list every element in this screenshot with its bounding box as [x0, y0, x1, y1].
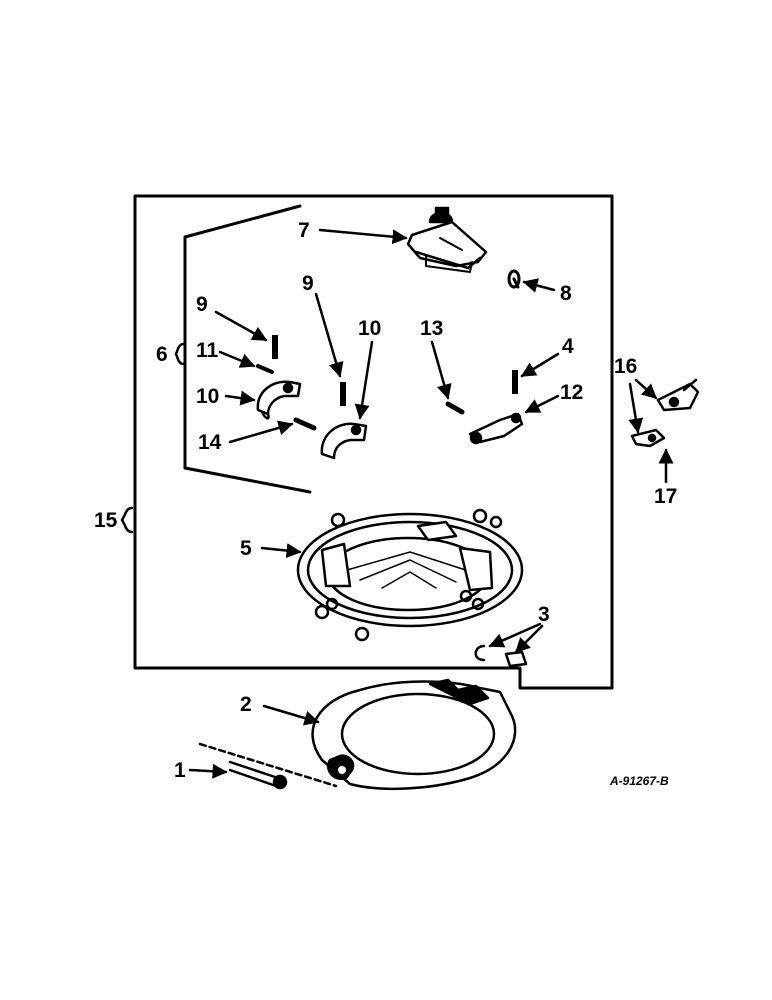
part-17-clip — [630, 428, 666, 448]
callout-10-left: 10 — [196, 385, 220, 408]
brace-15 — [120, 506, 134, 534]
callout-4: 4 — [562, 335, 574, 358]
part-4-pin — [512, 370, 518, 394]
callout-10-center: 10 — [358, 317, 382, 340]
callout-12: 12 — [560, 381, 584, 404]
leader-9-center — [314, 292, 344, 378]
callout-14: 14 — [198, 431, 222, 454]
callout-11: 11 — [196, 339, 219, 362]
callout-3: 3 — [538, 603, 550, 626]
leader-13 — [430, 340, 452, 400]
part-5-base-plate — [296, 508, 524, 642]
part-1-bolt — [198, 742, 338, 790]
leader-10-center — [354, 340, 374, 420]
part-2-base-ring — [311, 678, 517, 791]
assembly-outline — [133, 194, 614, 690]
part-13-pin — [445, 401, 465, 415]
callout-2: 2 — [240, 693, 252, 716]
group-bracket-6 — [183, 204, 312, 494]
callout-17: 17 — [654, 485, 678, 508]
leader-9-left — [214, 310, 268, 342]
leader-16b — [628, 382, 644, 434]
leader-4 — [520, 352, 560, 378]
callout-1: 1 — [174, 759, 186, 782]
callout-5: 5 — [240, 537, 252, 560]
callout-8: 8 — [560, 282, 572, 305]
part-8-pin — [507, 269, 521, 289]
leader-8 — [522, 278, 556, 293]
leader-11 — [218, 350, 256, 368]
reference-code: A-91267-B — [610, 774, 669, 788]
callout-9-left: 9 — [196, 293, 208, 316]
part-9-pin-center — [340, 382, 346, 406]
leader-3b — [514, 624, 544, 654]
leader-1 — [188, 763, 228, 779]
leader-3a — [488, 622, 542, 648]
leader-16a — [634, 378, 658, 400]
leader-5 — [260, 543, 302, 559]
brace-6 — [174, 342, 186, 366]
part-10-weight-left — [256, 380, 302, 420]
callout-15: 15 — [94, 509, 118, 532]
leader-14 — [228, 420, 294, 444]
leader-10-left — [224, 390, 256, 406]
callout-9-center: 9 — [302, 272, 314, 295]
callout-16: 16 — [614, 355, 638, 378]
part-7-bracket-housing — [406, 206, 488, 273]
callout-7: 7 — [298, 219, 310, 242]
leader-12 — [524, 394, 560, 414]
part-16-clip — [656, 378, 700, 412]
part-10-weight-center — [320, 422, 368, 460]
part-11-pin — [256, 364, 274, 374]
part-12-lever — [468, 412, 524, 445]
leader-7 — [318, 228, 408, 245]
callout-6: 6 — [156, 343, 168, 366]
part-14-pin — [293, 417, 317, 431]
callout-13: 13 — [420, 317, 444, 340]
leader-2 — [262, 704, 320, 726]
leader-lines — [188, 228, 674, 779]
part-9-pin-left — [272, 335, 278, 359]
